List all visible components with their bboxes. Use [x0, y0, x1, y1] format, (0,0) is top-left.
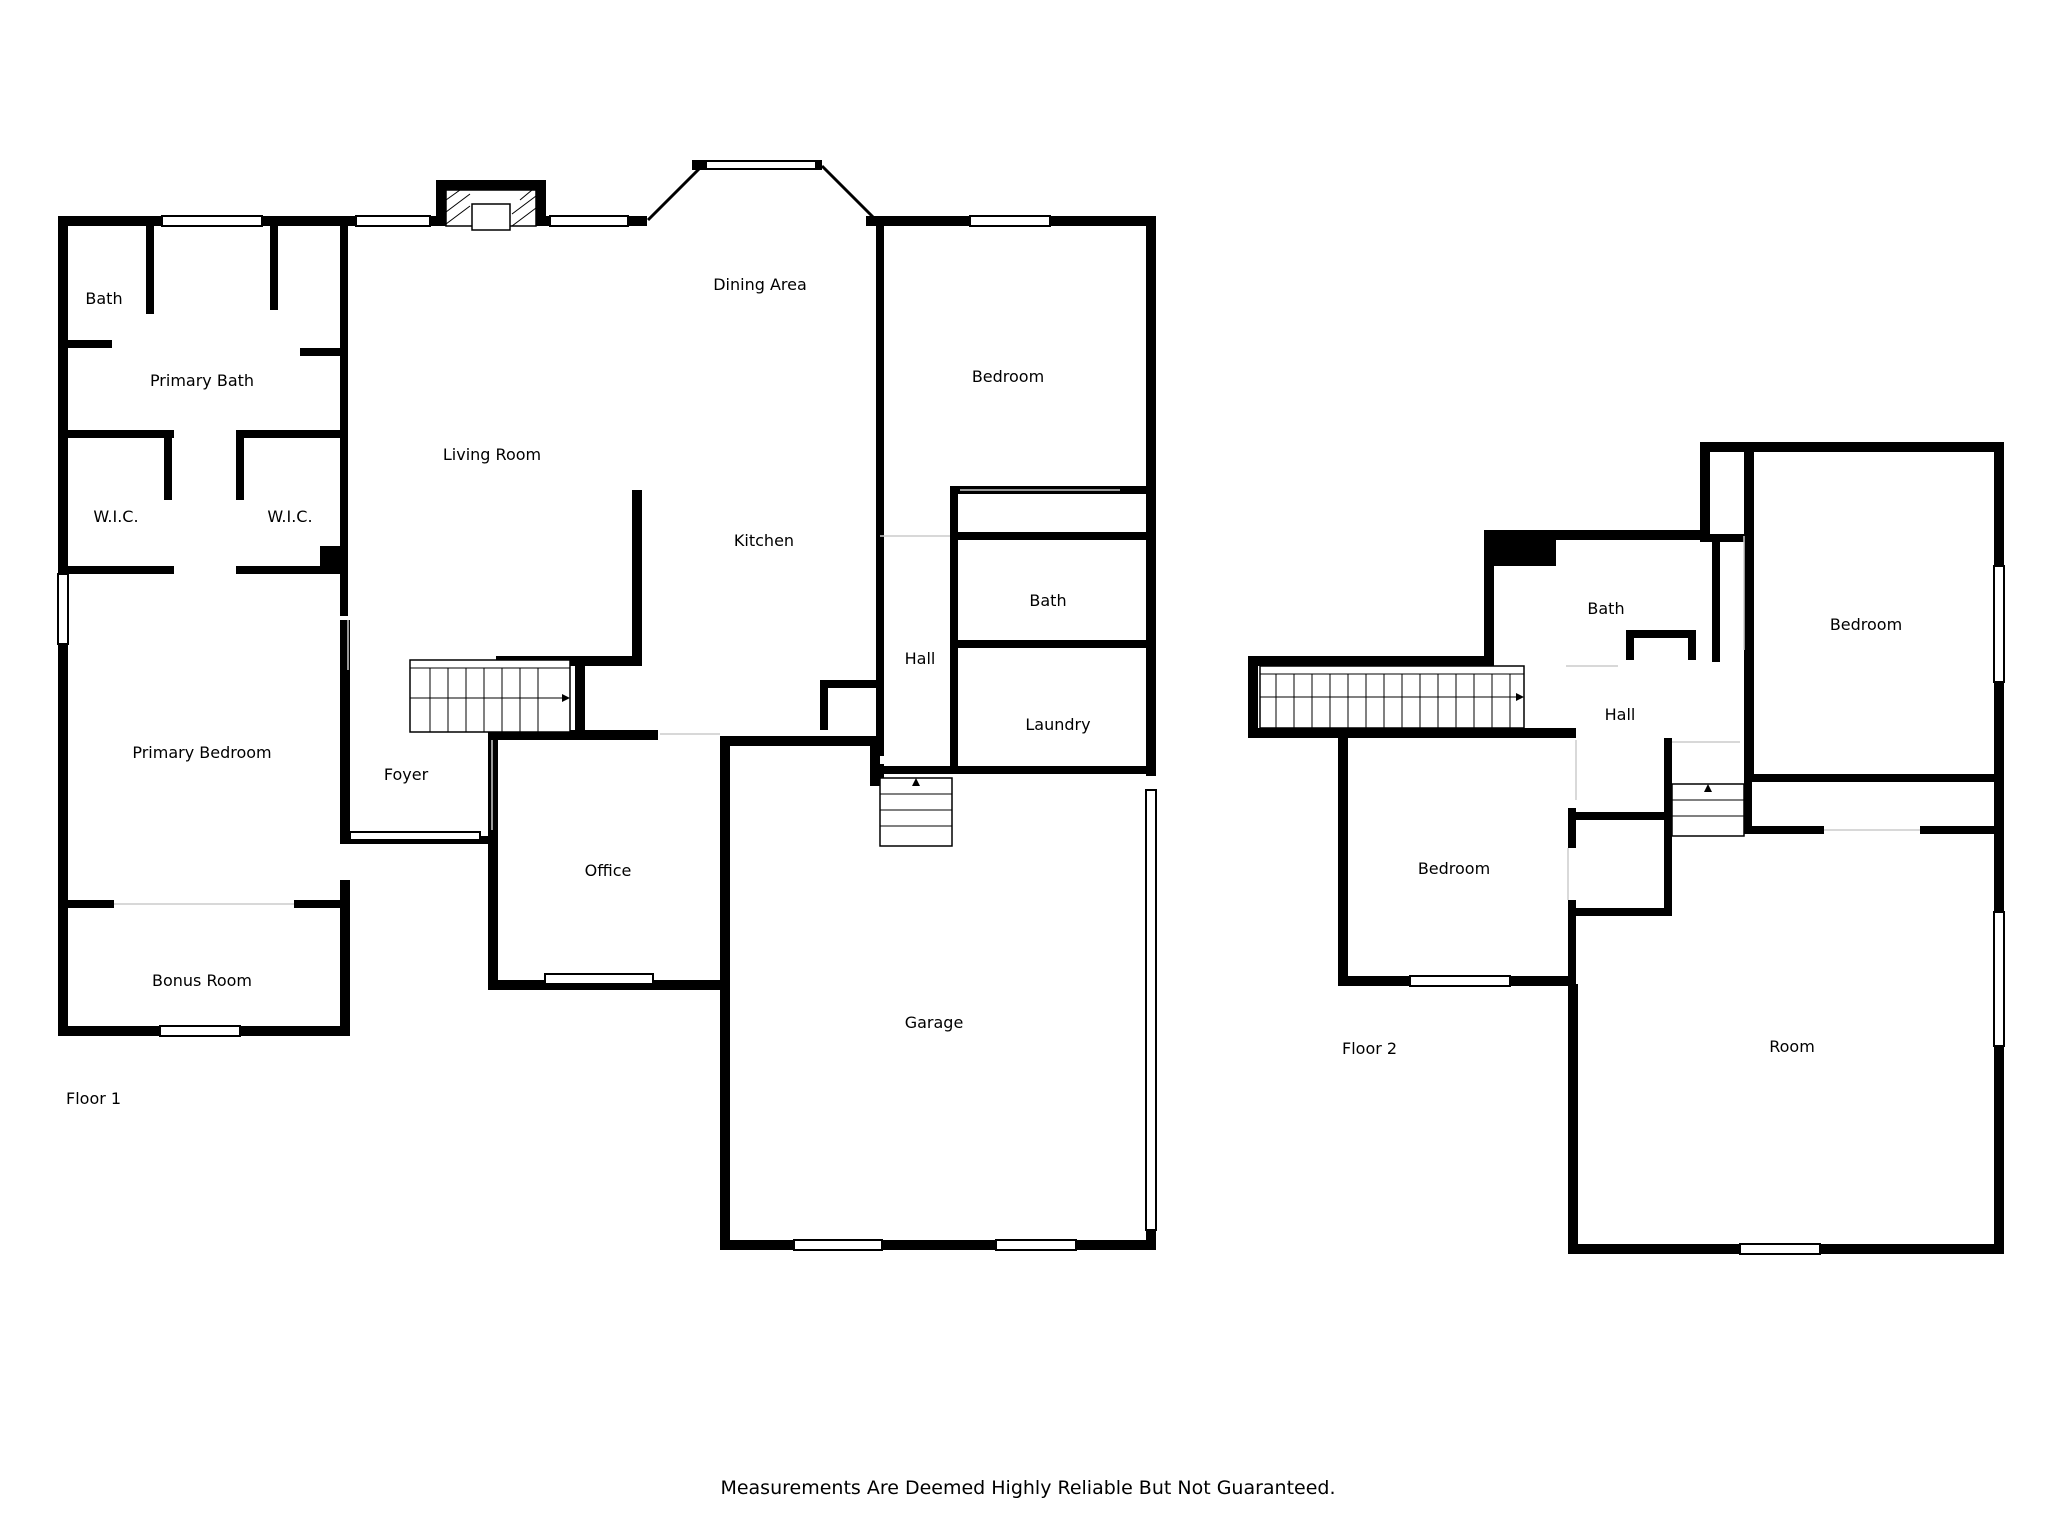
room-label-bedroom-f2-left: Bedroom: [1418, 859, 1490, 878]
room-label-foyer: Foyer: [384, 765, 429, 784]
room-label-wic-2: W.I.C.: [267, 507, 312, 526]
room-label-laundry: Laundry: [1025, 715, 1090, 734]
room-label-bath-2: Bath: [1029, 591, 1066, 610]
room-label-room-f2: Room: [1769, 1037, 1815, 1056]
room-label-living-room: Living Room: [443, 445, 541, 464]
room-label-bonus-room: Bonus Room: [152, 971, 252, 990]
room-label-bedroom-1: Bedroom: [972, 367, 1044, 386]
room-label-garage: Garage: [905, 1013, 964, 1032]
room-label-primary-bedroom: Primary Bedroom: [132, 743, 271, 762]
room-label-wic-1: W.I.C.: [93, 507, 138, 526]
room-label-office: Office: [585, 861, 632, 880]
floor-2-label: Floor 2: [1342, 1039, 1397, 1058]
disclaimer-text: Measurements Are Deemed Highly Reliable …: [720, 1477, 1335, 1499]
room-label-bath-f2: Bath: [1587, 599, 1624, 618]
floor-1-label: Floor 1: [66, 1089, 121, 1108]
room-label-bedroom-f2-right: Bedroom: [1830, 615, 1902, 634]
stairs-garage: [879, 777, 953, 847]
room-label-hall-f2: Hall: [1605, 705, 1636, 724]
stairs-floor-1: [409, 659, 571, 733]
floor-1-plan: Bath Primary Bath W.I.C. W.I.C. Primary …: [57, 160, 1157, 1251]
windows-floor-1: [57, 160, 1157, 1251]
room-label-kitchen: Kitchen: [734, 531, 794, 550]
windows-floor-2: [1409, 565, 2005, 1255]
room-label-bath-1: Bath: [85, 289, 122, 308]
room-label-dining-area: Dining Area: [713, 275, 807, 294]
room-label-primary-bath: Primary Bath: [150, 371, 254, 390]
stairs-floor-2-up: [1671, 783, 1745, 837]
floor-2-plan: Bath Hall Bedroom Bedroom Room Floor 2: [1248, 442, 2005, 1255]
stairs-floor-2: [1259, 665, 1525, 729]
room-label-hall-1: Hall: [905, 649, 936, 668]
